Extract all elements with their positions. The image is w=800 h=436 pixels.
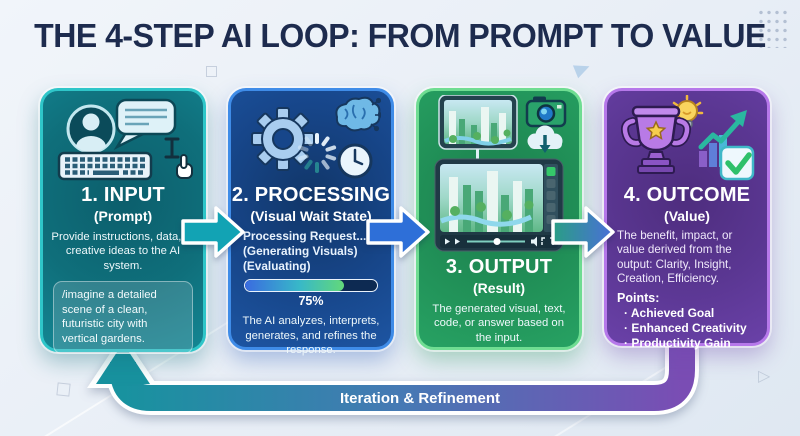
- iteration-loop-arrow: [87, 334, 699, 415]
- points-list: Achieved Goal Enhanced Creativity Produc…: [617, 306, 757, 351]
- points-label: Points:: [617, 290, 660, 305]
- page-title: THE 4-STEP AI LOOP: FROM PROMPT TO VALUE: [34, 17, 766, 54]
- card-outcome: 4. OUTCOME (Value) The benefit, impact, …: [604, 88, 770, 350]
- iteration-refinement-label: Iteration & Refinement: [339, 390, 501, 407]
- point-item: Enhanced Creativity: [624, 321, 757, 336]
- brain-circuit-icon: [335, 96, 381, 132]
- user-avatar-icon: [66, 104, 116, 154]
- dot-grid-decoration: [757, 8, 790, 48]
- output-icon-cluster: [434, 95, 567, 252]
- card-body-text: The generated visual, text, code, or ans…: [432, 303, 566, 344]
- cloud-download-icon: [527, 125, 563, 153]
- card-body-text: The AI analyzes, interprets, generates, …: [242, 315, 380, 356]
- arrow-output-to-outcome: [551, 206, 615, 258]
- card-processing: 2. PROCESSING (Visual Wait State) Proces…: [228, 88, 394, 356]
- progress-bar-track: [244, 279, 378, 293]
- progress-percent-label: 75%: [298, 294, 324, 309]
- card-subtitle: (Result): [472, 280, 526, 296]
- clock-icon: [337, 143, 373, 179]
- status-line: Processing Request...: [243, 229, 367, 243]
- point-item: Productivity Gain: [624, 336, 757, 351]
- text-cursor-icon: [164, 137, 180, 159]
- card-subtitle: (Visual Wait State): [250, 208, 372, 224]
- progress-bar-fill: [245, 280, 344, 292]
- status-line: (Evaluating): [243, 259, 311, 274]
- card-body-text: The benefit, impact, or value derived fr…: [617, 229, 733, 286]
- point-item: Achieved Goal: [624, 306, 757, 321]
- arrow-input-to-processing: [181, 206, 245, 258]
- camera-icon: [525, 96, 567, 128]
- input-icon-cluster: [57, 98, 193, 181]
- arrow-processing-to-output: [366, 206, 430, 258]
- loop-arrowhead: [96, 343, 150, 384]
- card-subtitle: (Prompt): [93, 208, 153, 224]
- card-body-text: Provide instructions, data, or creative …: [51, 231, 195, 272]
- card-step-title: 1. INPUT: [81, 184, 165, 206]
- square-decoration: [206, 66, 217, 77]
- card-step-title: 3. OUTPUT: [445, 256, 553, 278]
- outcome-icon-cluster: [620, 95, 755, 181]
- card-input: 1. INPUT (Prompt) Provide instructions, …: [40, 88, 206, 354]
- processing-icon-cluster: [251, 96, 381, 179]
- image-screen-icon: [438, 95, 518, 150]
- card-step-title: 2. PROCESSING: [231, 184, 391, 206]
- prompt-example-box: /imagine a detailed scene of a clean, fu…: [53, 281, 193, 354]
- chat-bubble-icon: [113, 98, 177, 151]
- hand-pointer-icon: [176, 154, 193, 179]
- keyboard-icon: [57, 151, 153, 181]
- spinner-icon: [297, 133, 337, 173]
- triangle-decoration: [572, 59, 593, 79]
- checkbox-icon: [719, 145, 755, 181]
- video-player-icon: [434, 158, 564, 252]
- triangle-outline-decoration: ▷: [758, 368, 771, 385]
- trophy-icon: [620, 105, 692, 174]
- status-line: (Generating Visuals): [243, 244, 358, 259]
- gear-icon: [251, 107, 315, 171]
- connector-line: [476, 149, 479, 160]
- card-subtitle: (Value): [664, 208, 710, 224]
- card-output: 3. OUTPUT (Result) The generated visual,…: [416, 88, 582, 350]
- player-control-bar: [440, 235, 558, 248]
- card-step-title: 4. OUTCOME: [623, 184, 751, 206]
